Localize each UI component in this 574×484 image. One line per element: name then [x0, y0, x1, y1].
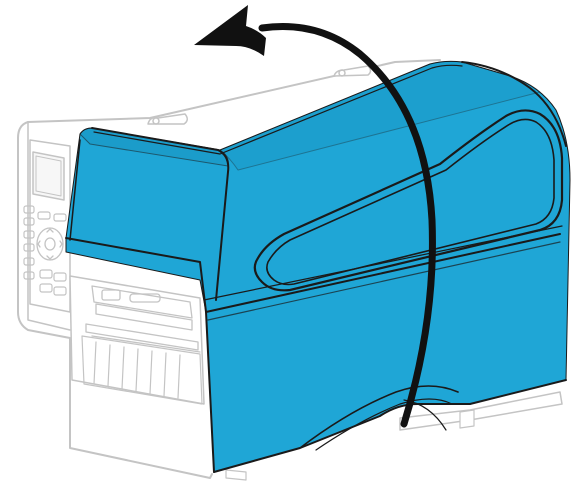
printer-foot: [459, 409, 475, 429]
hinge-left: [147, 113, 188, 125]
arrow-curve: [258, 22, 436, 428]
printer-body-inner-line: [27, 121, 71, 331]
nav-pad-ring: [36, 227, 64, 261]
cover-bottom-swoosh: [315, 398, 453, 451]
nav-pad-arrow-left: [37, 240, 41, 248]
cover-hinges: [147, 65, 372, 125]
printer-body: [17, 59, 563, 481]
cover-front-inner: [69, 139, 81, 241]
control-button: [39, 269, 53, 279]
control-button: [53, 286, 67, 296]
display-screen-inner: [35, 155, 62, 197]
control-button: [23, 243, 35, 252]
control-button: [23, 271, 35, 280]
tear-bar-slot: [135, 348, 139, 392]
nav-pad-arrow-down: [46, 255, 54, 260]
cover-bottom-edge: [213, 379, 567, 473]
control-button: [23, 257, 35, 266]
cover-top-right-curve: [461, 61, 567, 147]
navigation-pad: [36, 227, 64, 261]
cover-side-belt: [205, 233, 561, 313]
cover-window-inner: [266, 118, 555, 286]
cover-top-rim: [93, 64, 463, 155]
tear-bar: [81, 335, 203, 405]
cover-window-outer: [253, 109, 564, 292]
control-buttons: [23, 205, 67, 296]
open-cover-arrow: [194, 5, 436, 428]
hinge-left-pin: [152, 117, 160, 125]
print-mechanism: [85, 285, 201, 353]
printhead-latch: [101, 289, 121, 301]
tear-bar-slot: [107, 344, 111, 387]
ribbon-spindle: [129, 293, 161, 303]
tear-bar-slot: [163, 352, 167, 397]
nav-pad-center: [44, 237, 56, 251]
cover-side-belt-lower: [207, 241, 561, 321]
nav-pad-arrow-right: [59, 240, 63, 248]
cover-bottom-side: [205, 311, 215, 473]
control-button: [37, 211, 51, 220]
tear-bar-slot: [93, 341, 97, 385]
nav-pad-arrow-up: [46, 228, 54, 233]
arrowhead-icon: [194, 5, 266, 56]
tear-bar-slot: [149, 350, 153, 395]
media-cover: [65, 60, 571, 473]
tear-bar-outline: [81, 335, 203, 405]
control-button: [23, 205, 35, 214]
control-button: [53, 272, 67, 282]
printer-foot: [225, 469, 247, 481]
printer-top-back-edge: [27, 59, 441, 123]
tear-bar-slot: [121, 346, 125, 390]
hinge-right-pin: [338, 69, 346, 77]
printhead-rail: [95, 303, 193, 331]
media-guide: [91, 335, 201, 353]
tear-bar-slot: [177, 354, 181, 399]
cover-front-lip: [65, 237, 207, 313]
printhead-assembly: [91, 285, 193, 319]
control-button: [23, 217, 35, 226]
cover-top-face: [219, 60, 541, 171]
control-button: [39, 283, 53, 293]
control-button: [53, 213, 67, 222]
control-button: [23, 230, 35, 239]
platen-roller: [85, 323, 199, 351]
cover-bottom-swoosh: [299, 385, 459, 449]
display-screen: [32, 151, 65, 201]
cover-front-edge: [91, 127, 230, 301]
